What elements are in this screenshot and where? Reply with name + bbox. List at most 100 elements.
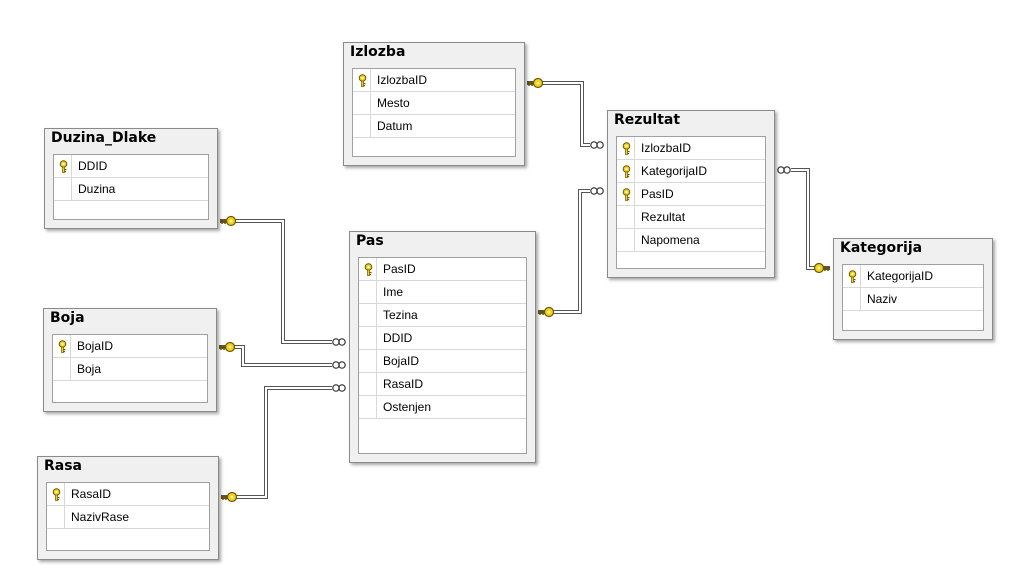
column-row[interactable]: Tezina (359, 304, 526, 327)
column-name: Boja (77, 362, 102, 376)
column-name: Datum (377, 119, 413, 133)
table-title: Duzina_Dlake (51, 130, 157, 146)
table-title: Boja (50, 310, 85, 326)
one-end-key-icon (538, 306, 555, 318)
column-row[interactable]: Ime (359, 281, 526, 304)
column-name: NazivRase (71, 510, 130, 524)
column-name: Napomena (641, 233, 700, 247)
primary-key-icon (52, 488, 61, 501)
column-name: Mesto (377, 96, 410, 110)
column-name: IzlozbaID (641, 141, 692, 155)
row-selector (617, 137, 635, 159)
column-grid: KategorijaID Naziv (842, 264, 984, 331)
one-end-key-icon (221, 491, 238, 503)
column-row[interactable]: Mesto (353, 92, 515, 115)
column-row[interactable]: Datum (353, 115, 515, 138)
table-rezultat[interactable]: Rezultat IzlozbaID KategorijaID PasID Rezul… (607, 110, 775, 278)
column-name: Tezina (383, 308, 418, 322)
column-grid: BojaID Boja (52, 334, 208, 403)
column-name: Ime (383, 285, 404, 299)
row-selector (359, 304, 377, 326)
column-name: BojaID (383, 354, 420, 368)
relationship-boja-pas-inner (219, 346, 346, 366)
one-end-key-icon (219, 341, 236, 353)
column-row[interactable]: IzlozbaID (617, 137, 765, 160)
table-title: Kategorija (840, 240, 923, 256)
row-selector (843, 288, 861, 310)
primary-key-icon (622, 142, 631, 155)
column-row[interactable]: DDID (359, 327, 526, 350)
row-selector (54, 155, 72, 177)
column-name: Ostenjen (383, 400, 432, 414)
column-row[interactable]: PasID (359, 258, 526, 281)
row-selector (47, 506, 65, 528)
column-name: DDID (383, 331, 413, 345)
column-row[interactable]: IzlozbaID (353, 69, 515, 92)
table-title: Rasa (44, 458, 83, 474)
primary-key-icon (59, 160, 68, 173)
relationship-duzina_dlake-pas-inner (220, 220, 346, 343)
column-name: KategorijaID (867, 269, 934, 283)
relationship-pas-rezultat-inner (538, 190, 604, 313)
row-selector (353, 115, 371, 137)
column-row[interactable]: DDID (54, 155, 208, 178)
many-end-infinity-icon (332, 338, 346, 346)
column-row[interactable]: KategorijaID (843, 265, 983, 288)
table-kategorija[interactable]: Kategorija KategorijaID Naziv (833, 238, 993, 340)
column-row[interactable]: Napomena (617, 229, 765, 252)
row-selector (359, 258, 377, 280)
many-end-infinity-icon (332, 384, 346, 392)
relationship-izlozba-rezultat (527, 81, 604, 147)
relationship-kategorija-rezultat (777, 168, 830, 270)
column-row[interactable]: Duzina (54, 178, 208, 201)
column-row[interactable]: KategorijaID (617, 160, 765, 183)
table-title: Rezultat (614, 112, 681, 128)
one-end-key-icon (813, 262, 830, 274)
column-row[interactable]: Rezultat (617, 206, 765, 229)
row-selector (843, 265, 861, 287)
table-duzina-dlake[interactable]: Duzina_Dlake DDID Duzina (44, 128, 218, 229)
relationship-rasa-pas (221, 386, 346, 499)
column-row[interactable]: NazivRase (47, 506, 209, 529)
primary-key-icon (622, 165, 631, 178)
column-name: DDID (78, 159, 108, 173)
column-row[interactable]: BojaID (359, 350, 526, 373)
primary-key-icon (848, 270, 857, 283)
row-selector (359, 350, 377, 372)
relationship-rasa-pas-inner (221, 387, 346, 498)
table-rasa[interactable]: Rasa RasaID NazivRase (37, 456, 219, 560)
primary-key-icon (58, 340, 67, 353)
many-end-infinity-icon (332, 361, 346, 369)
table-boja[interactable]: Boja BojaID Boja (43, 308, 217, 412)
column-name: RasaID (71, 487, 112, 501)
column-row[interactable]: RasaID (359, 373, 526, 396)
column-name: PasID (641, 187, 674, 201)
many-end-infinity-icon (777, 166, 791, 174)
table-title: Izlozba (350, 44, 406, 60)
column-name: KategorijaID (641, 164, 708, 178)
row-selector (353, 69, 371, 91)
row-selector (617, 229, 635, 251)
row-selector (53, 358, 71, 380)
column-row[interactable]: BojaID (53, 335, 207, 358)
row-selector (359, 396, 377, 418)
column-grid: RasaID NazivRase (46, 482, 210, 551)
one-end-key-icon (527, 77, 544, 89)
row-selector (54, 178, 72, 200)
column-row[interactable]: Boja (53, 358, 207, 381)
column-row[interactable]: Ostenjen (359, 396, 526, 419)
table-title: Pas (356, 233, 384, 249)
relationship-pas-rezultat (538, 189, 604, 314)
column-row[interactable]: PasID (617, 183, 765, 206)
column-row[interactable]: Naziv (843, 288, 983, 311)
column-name: RasaID (383, 377, 424, 391)
column-row[interactable]: RasaID (47, 483, 209, 506)
relationship-kategorija-rezultat-inner (777, 169, 830, 269)
row-selector (53, 335, 71, 357)
column-name: Duzina (78, 182, 116, 196)
